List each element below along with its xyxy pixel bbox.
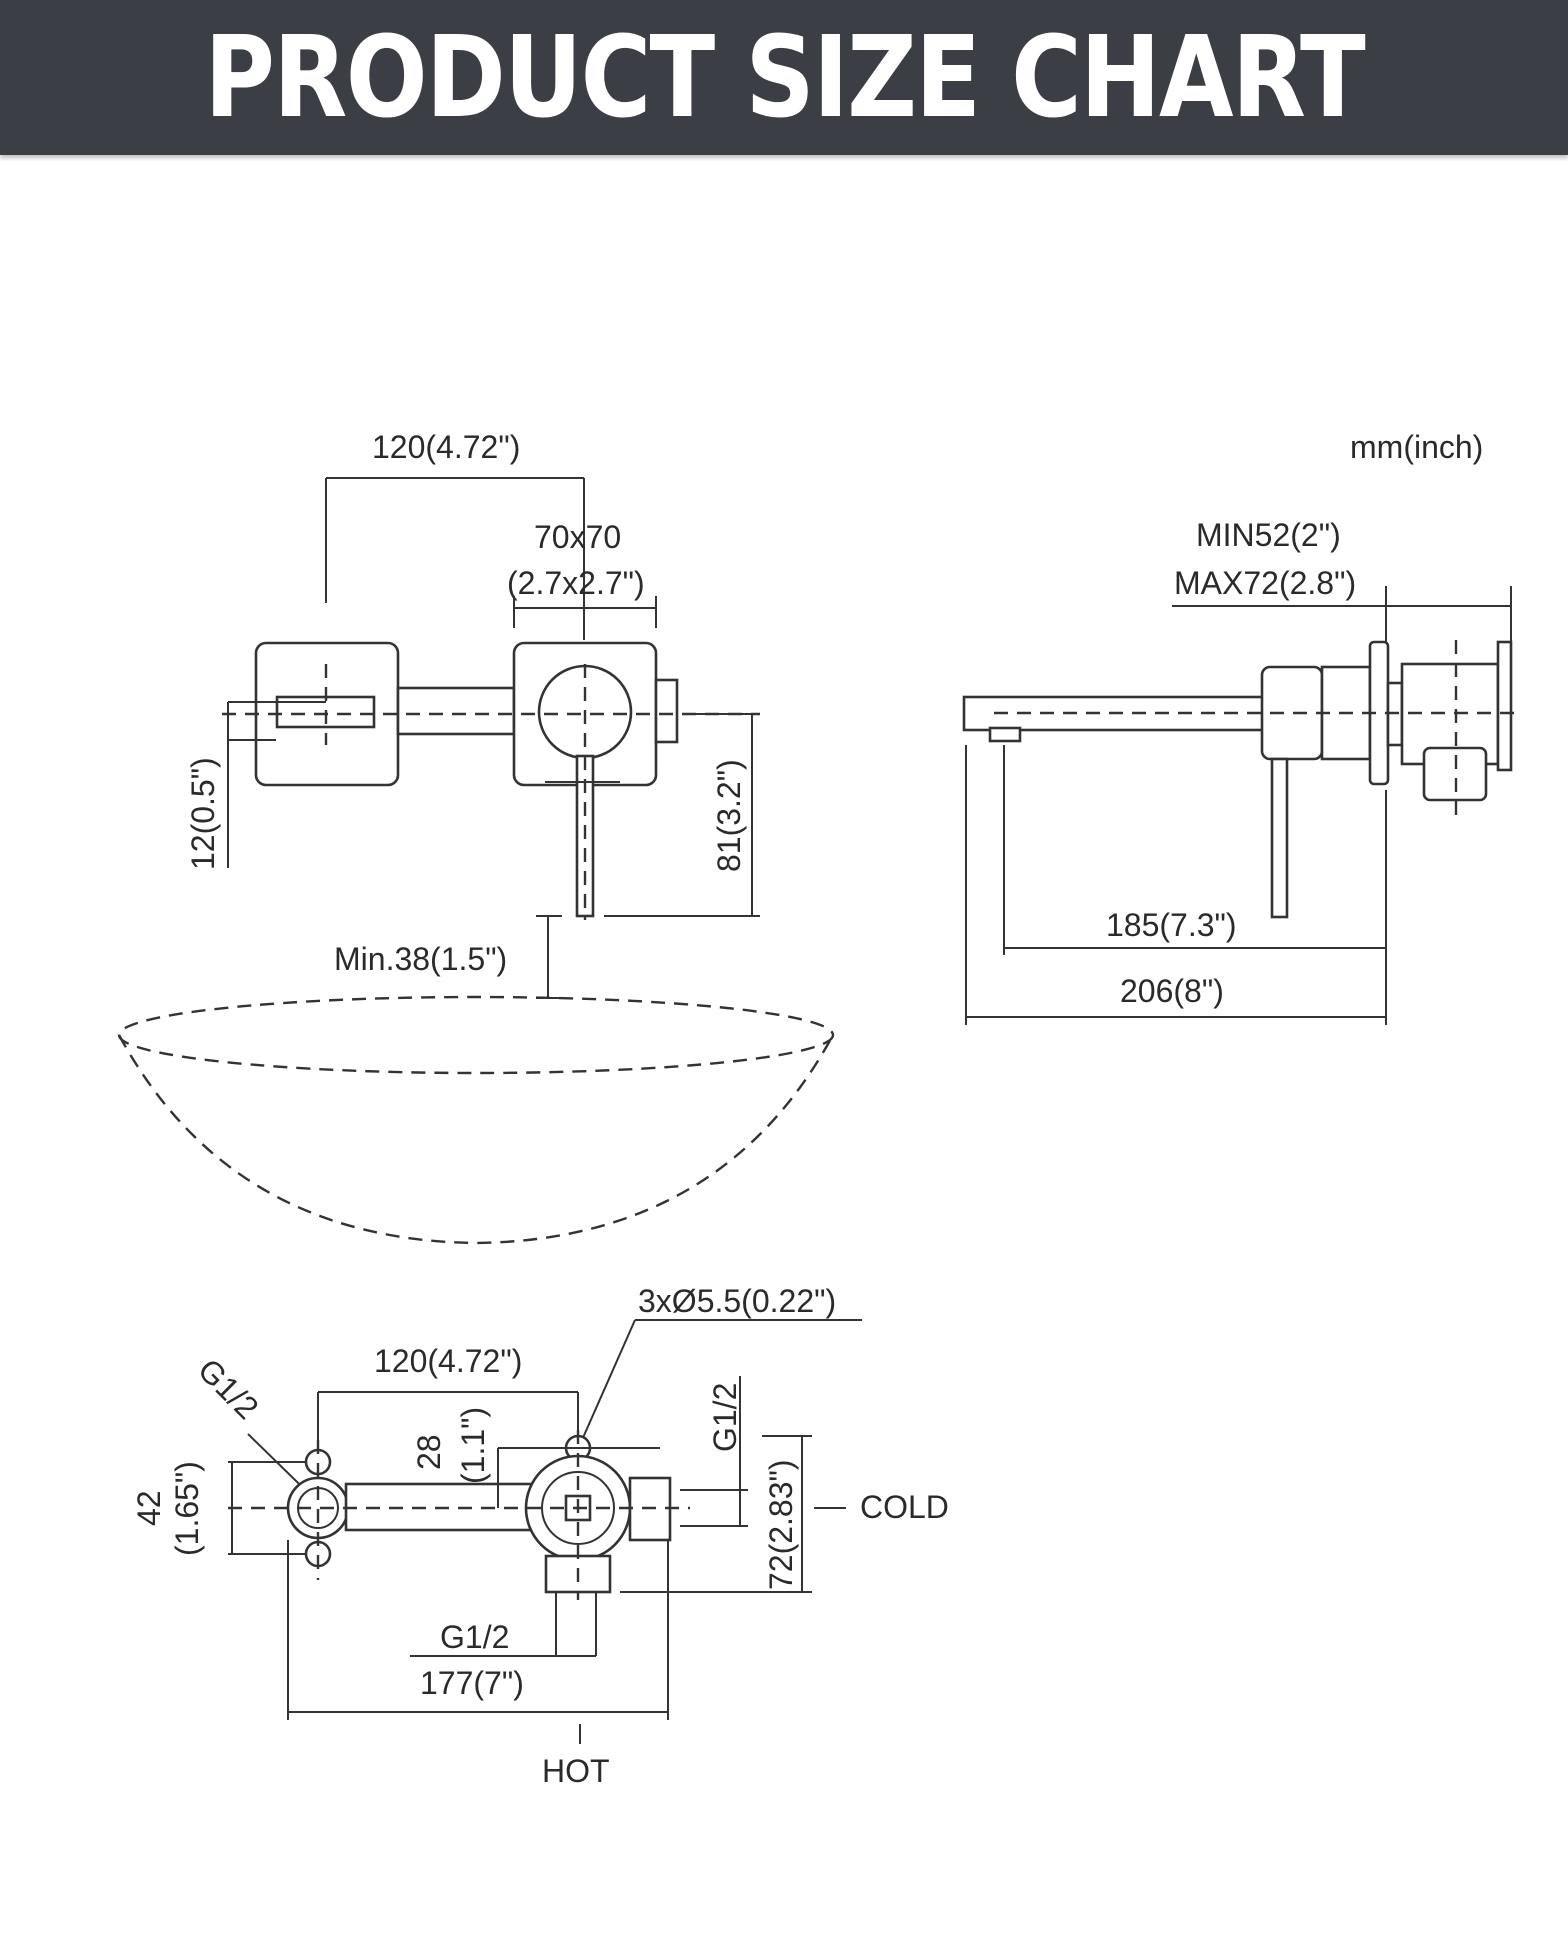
plate-size-label-2: (2.7x2.7"): [507, 565, 645, 601]
thread-top-label: G1/2: [707, 1383, 743, 1452]
height-42-label: 42: [131, 1490, 167, 1526]
total-depth-label: 206(8"): [1120, 973, 1224, 1009]
front-side-cap: [654, 678, 679, 744]
offset-28-inch-label: (1.1"): [455, 1407, 491, 1484]
height-42-inch-label: (1.65"): [169, 1461, 205, 1556]
cold-label: COLD: [860, 1489, 949, 1525]
front-spacing-label: 120(4.72"): [372, 429, 520, 465]
units-label: mm(inch): [1350, 429, 1483, 465]
wall-min-label: MIN52(2"): [1196, 517, 1341, 553]
side-valve-flange: [1496, 640, 1513, 772]
spout-reach-label: 185(7.3"): [1106, 907, 1237, 943]
side-valve-outlet: [1422, 746, 1488, 802]
basin-rim: [117, 995, 835, 1075]
holes-label: 3xØ5.5(0.22"): [638, 1283, 836, 1319]
wall-max-label: MAX72(2.8"): [1174, 565, 1356, 601]
handle-drop-label: 81(3.2"): [711, 759, 747, 872]
header-banner: PRODUCT SIZE CHART: [0, 0, 1568, 155]
thread-left-label: G1/2: [191, 1351, 266, 1426]
side-aerator: [988, 726, 1022, 743]
front-body: [396, 686, 516, 736]
hot-label: HOT: [542, 1753, 610, 1789]
spout-offset-label: 12(0.5"): [185, 757, 221, 870]
page-title: PRODUCT SIZE CHART: [204, 12, 1365, 143]
basin-clearance-label: Min.38(1.5"): [334, 941, 507, 977]
side-handle-lever: [1270, 757, 1289, 919]
side-view: MIN52(2") MAX72(2.8") 185(7.3") 206(8"): [962, 517, 1520, 1025]
depth-72-label: 72(2.83"): [763, 1459, 799, 1590]
thread-bottom-label: G1/2: [440, 1619, 509, 1655]
offset-28-label: 28: [411, 1434, 447, 1470]
basin-bowl: [117, 1034, 835, 1245]
plate-size-label-1: 70x70: [534, 519, 621, 555]
valve-spacing-label: 120(4.72"): [374, 1343, 522, 1379]
front-view: 120(4.72") 70x70 (2.7x2.7") 12(0.5") 81(…: [117, 429, 835, 1245]
valve-view: 3xØ5.5(0.22") 120(4.72") G1/2 28: [131, 1283, 949, 1789]
total-width-label: 177(7"): [420, 1665, 524, 1701]
